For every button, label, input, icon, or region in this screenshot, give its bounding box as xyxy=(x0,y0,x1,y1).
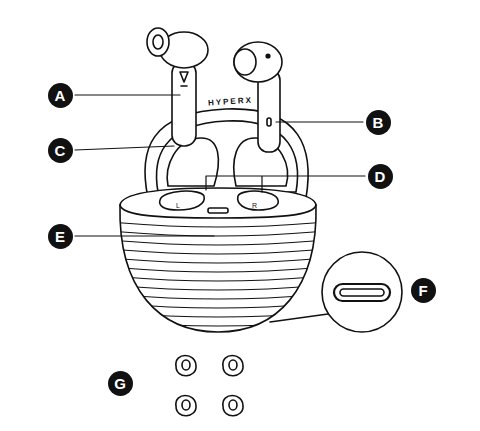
callout-letter: A xyxy=(48,83,73,108)
led-mark xyxy=(267,118,271,126)
callout-text: A xyxy=(55,88,66,103)
ear-tip-hole xyxy=(153,35,163,49)
callout-letter: G xyxy=(108,371,133,396)
case-body xyxy=(120,205,316,332)
magnifier xyxy=(322,252,402,332)
side-marking: R xyxy=(252,202,257,209)
case-led xyxy=(208,208,228,213)
callout-letter: F xyxy=(411,278,436,303)
callout-letter: C xyxy=(48,138,73,163)
callout-text: G xyxy=(114,376,126,391)
side-marking: L xyxy=(176,202,180,209)
spare-ear-tips xyxy=(176,356,243,416)
callout-text: B xyxy=(373,115,384,130)
callout-text: F xyxy=(418,283,427,298)
magnifier-leader xyxy=(270,314,328,322)
callout-letter: D xyxy=(368,164,393,189)
brand-logo-text: HYPERX xyxy=(208,96,253,107)
earbud-stem xyxy=(172,62,196,146)
earbud-slot xyxy=(238,191,279,210)
callout-text: C xyxy=(55,143,66,158)
callout-letter: B xyxy=(366,110,391,135)
usb-c-tongue xyxy=(340,289,384,296)
ear-tip xyxy=(147,28,169,56)
callout-text: E xyxy=(55,229,65,244)
earbud-head xyxy=(234,42,282,82)
lid-cavity xyxy=(167,138,218,186)
callout-letter: E xyxy=(48,224,73,249)
callout-text: D xyxy=(375,169,386,184)
case-rim xyxy=(120,188,316,218)
stem-logo xyxy=(180,72,188,86)
earbud-slot xyxy=(160,191,205,210)
mic-hole xyxy=(266,54,270,58)
usb-c-port xyxy=(334,284,390,301)
ear-tip xyxy=(234,49,256,75)
leader-lines xyxy=(75,95,365,236)
